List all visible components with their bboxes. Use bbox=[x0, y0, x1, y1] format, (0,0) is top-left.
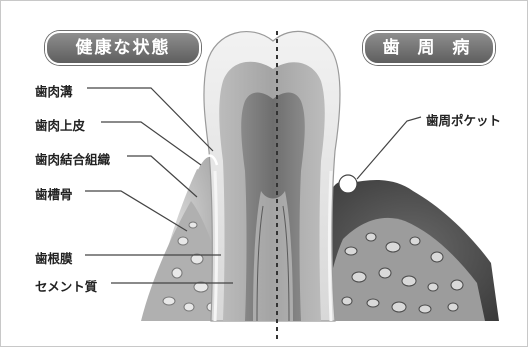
header-periodontal: 歯 周 病 bbox=[363, 31, 495, 65]
label-alveolar-bone: 歯槽骨 bbox=[35, 184, 73, 203]
label-gingival-sulcus: 歯肉溝 bbox=[35, 81, 73, 100]
label-gingival-connective-tissue: 歯肉結合組織 bbox=[35, 149, 110, 168]
label-gingival-epithelium: 歯肉上皮 bbox=[35, 115, 85, 134]
label-periodontal-ligament: 歯根膜 bbox=[35, 248, 73, 267]
label-cementum: セメント質 bbox=[35, 276, 97, 295]
cementum-left bbox=[215, 171, 217, 321]
cementum-right bbox=[330, 171, 332, 321]
label-periodontal-pocket: 歯周ポケット bbox=[426, 110, 501, 129]
header-healthy: 健康な状態 bbox=[45, 31, 201, 65]
pocket-circle bbox=[339, 175, 357, 193]
